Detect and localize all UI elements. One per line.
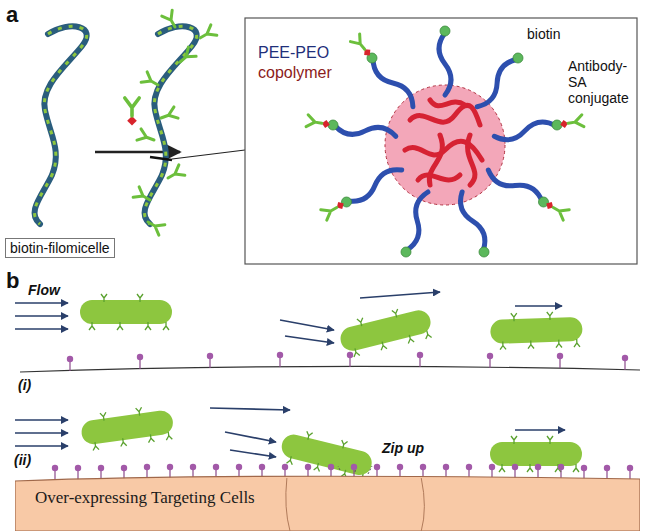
label: (ii) (14, 452, 31, 468)
label: Flow (28, 282, 60, 298)
label: (i) (18, 377, 31, 393)
label: PEE-PEO (258, 44, 329, 62)
cell-border (286, 478, 425, 531)
label: biotin-filomicelle (5, 238, 115, 258)
cell-shape (15, 476, 640, 531)
panel-letter: b (6, 268, 19, 293)
cell-layer: Over-expressing Targeting Cells (15, 474, 640, 531)
cell-label: Over-expressing Targeting Cells (15, 488, 640, 508)
label: copolymer (258, 64, 332, 82)
label: Zip up (382, 440, 424, 456)
label: Antibody-SA conjugate (568, 58, 636, 106)
label: biotin (527, 26, 560, 42)
panel-letter: a (6, 2, 18, 27)
